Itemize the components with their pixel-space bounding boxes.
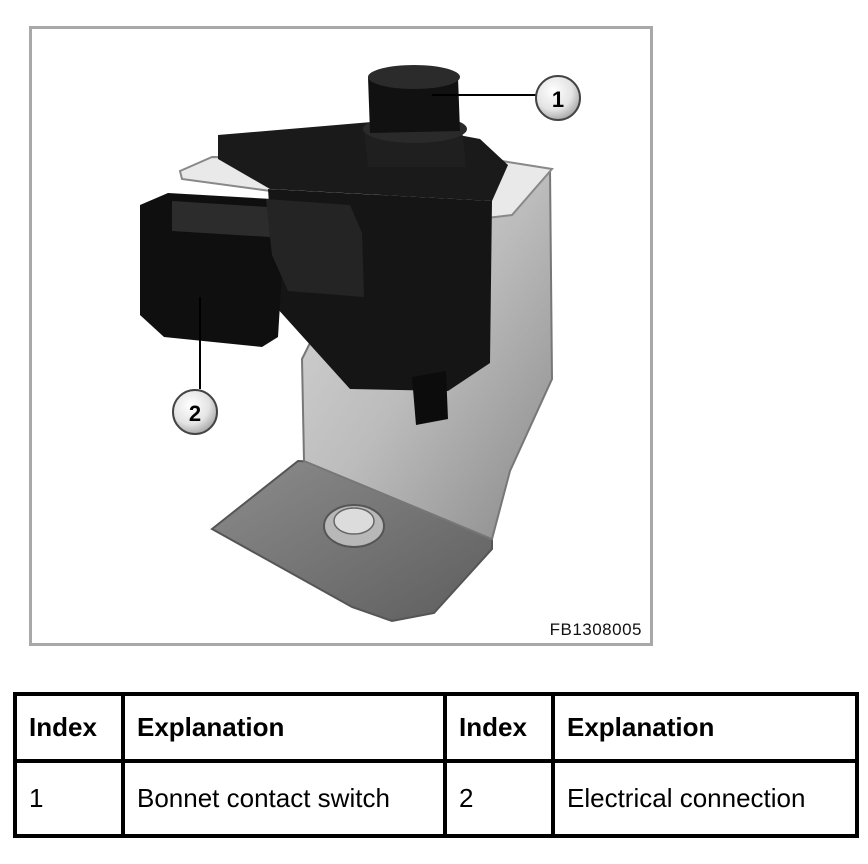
- figure-code: FB1308005: [549, 620, 642, 639]
- bonnet-switch-drawing: 1 2: [140, 65, 581, 623]
- cell-explanation: Electrical connection: [551, 758, 859, 839]
- callout-2-label: 2: [189, 401, 201, 426]
- table-row: 1 Bonnet contact switch 2 Electrical con…: [13, 758, 859, 839]
- cell-index: 2: [443, 758, 555, 839]
- cell-index: 1: [13, 758, 125, 839]
- header-explanation-1: Explanation: [121, 692, 447, 763]
- component-illustration: 1 2 FB1308005: [29, 26, 653, 646]
- cell-explanation: Bonnet contact switch: [121, 758, 447, 839]
- legend-table: Index Explanation Index Explanation 1 Bo…: [13, 692, 859, 839]
- header-index-1: Index: [13, 692, 125, 763]
- legend-header-row: Index Explanation Index Explanation: [13, 692, 859, 763]
- header-explanation-2: Explanation: [551, 692, 859, 763]
- callout-1-label: 1: [552, 87, 564, 112]
- header-index-2: Index: [443, 692, 555, 763]
